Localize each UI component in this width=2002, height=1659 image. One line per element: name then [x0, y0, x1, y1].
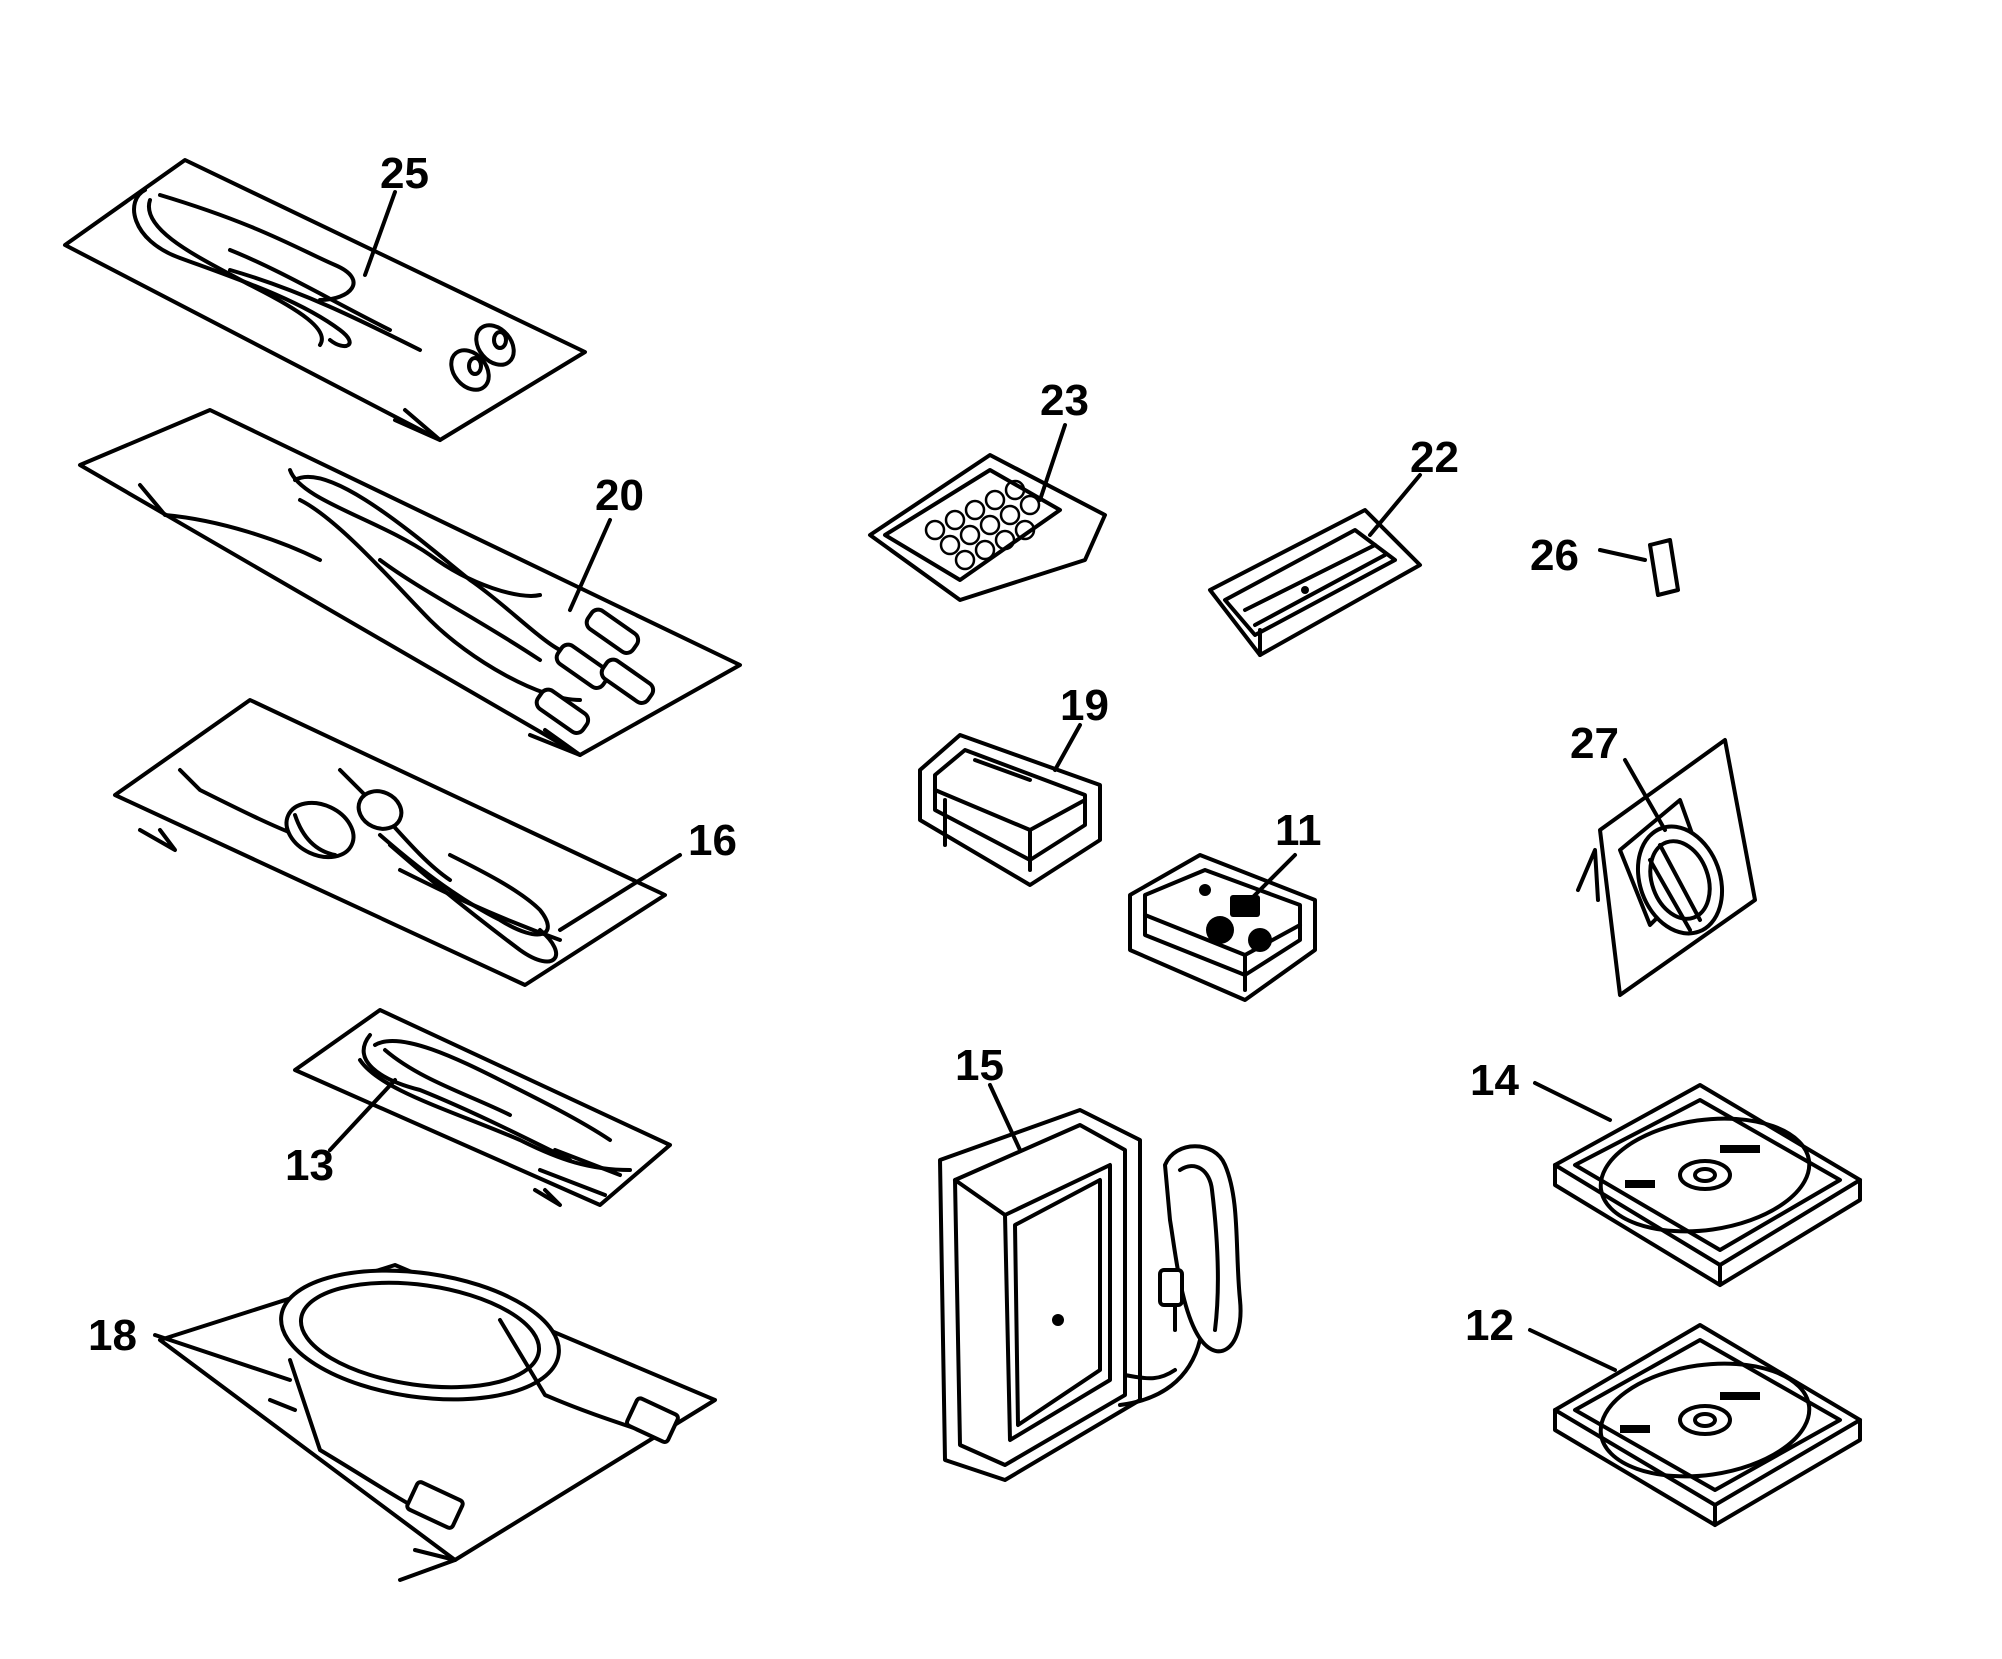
part-11-label: 11 — [1275, 806, 1322, 855]
part-23-label: 23 — [1040, 376, 1089, 425]
part-15-callout: 15 — [955, 1041, 1022, 1152]
part-26-callout: 26 — [1530, 531, 1647, 580]
part-26-small-card — [1648, 538, 1680, 597]
part-16-dc-cable-bag — [113, 698, 667, 987]
part-20-callout: 20 — [568, 471, 644, 612]
part-12-label: 12 — [1465, 1301, 1514, 1350]
part-27-lens-cap — [1576, 738, 1757, 997]
part-23-callout: 23 — [1038, 376, 1089, 502]
part-14-callout: 14 — [1470, 1056, 1612, 1122]
part-19-battery — [918, 733, 1102, 887]
part-20-label: 20 — [595, 471, 644, 520]
part-26-label: 26 — [1530, 531, 1579, 580]
part-15-ac-adapter — [938, 1108, 1243, 1482]
part-12-cd-rom — [1553, 1323, 1862, 1527]
part-16-label: 16 — [688, 816, 737, 865]
part-23-pad — [868, 453, 1107, 602]
part-14-cd-rom — [1553, 1083, 1862, 1287]
part-13-stereo-cable-bag — [293, 1008, 672, 1207]
part-18-label: 18 — [88, 1311, 137, 1360]
part-19-label: 19 — [1060, 681, 1109, 730]
part-18-callout: 18 — [88, 1311, 292, 1382]
part-22-label: 22 — [1410, 433, 1459, 482]
part-13-callout: 13 — [285, 1078, 397, 1190]
part-12-callout: 12 — [1465, 1301, 1617, 1372]
part-18-usb-cable-bag — [158, 1263, 717, 1582]
part-25-label: 25 — [380, 149, 429, 198]
part-25-callout: 25 — [363, 149, 429, 277]
part-13-label: 13 — [285, 1141, 334, 1190]
part-27-label: 27 — [1570, 719, 1619, 768]
part-14-label: 14 — [1470, 1056, 1519, 1105]
part-27-callout: 27 — [1570, 719, 1667, 832]
part-16-callout: 16 — [558, 816, 737, 932]
part-20-av-cable-bag — [78, 408, 742, 757]
pad-dots — [924, 479, 1041, 571]
part-11-module — [1128, 853, 1317, 1002]
part-11-callout: 11 — [1248, 806, 1322, 902]
part-19-callout: 19 — [1053, 681, 1109, 772]
part-22-battery-pack — [1208, 508, 1422, 657]
part-22-callout: 22 — [1368, 433, 1459, 537]
part-25-cable-bag — [63, 158, 587, 442]
part-15-label: 15 — [955, 1041, 1004, 1090]
